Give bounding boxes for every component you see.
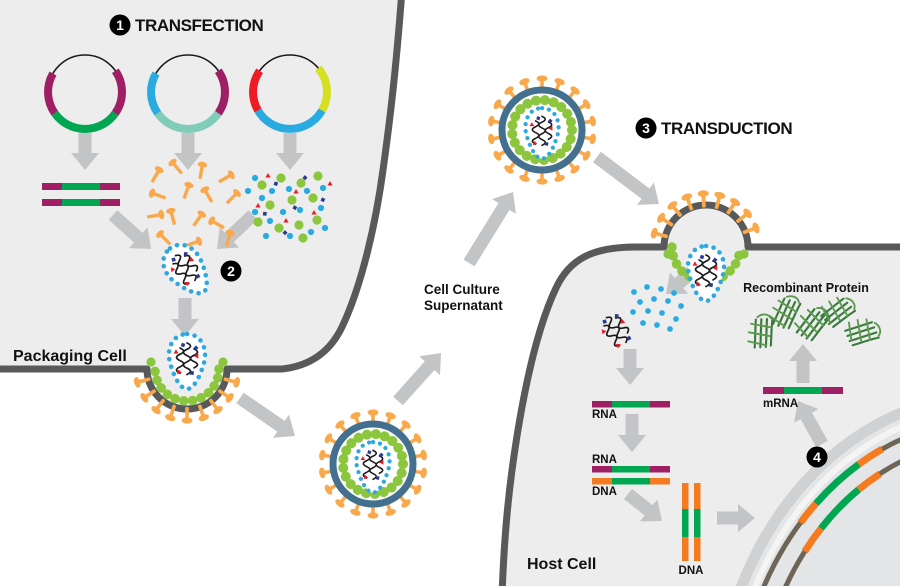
rna-hybrid-label: RNA — [592, 454, 617, 466]
arrow-virion-to-hostcell — [593, 151, 659, 205]
double-stranded-dna — [682, 483, 701, 561]
rna-genome-label: RNA — [592, 409, 617, 421]
recombinant-protein-label: Recombinant Protein — [743, 281, 869, 295]
host-cell-label: Host Cell — [527, 556, 596, 573]
dna-hybrid-label: DNA — [592, 486, 617, 498]
arrow-plasmid3-down — [276, 133, 304, 170]
step-3-title: TRANSDUCTION — [661, 119, 792, 138]
plasmid-transfer-vector — [44, 54, 126, 133]
budding-virion — [132, 334, 242, 424]
rna-dna-hybrid — [592, 466, 670, 485]
dna-integrated-label: DNA — [679, 565, 704, 577]
arrow-virion-to-supernatant — [393, 353, 441, 406]
arrow-plasmid1-down — [71, 133, 99, 170]
step-3-badge: 3 — [635, 117, 657, 139]
arrow-uncoating-to-rna — [616, 349, 644, 385]
arrow-hybrid-to-dna — [624, 488, 662, 522]
arrow-budding-to-virion — [236, 392, 295, 438]
plasmid-packaging — [147, 54, 229, 133]
packaging-protein-scatter — [244, 171, 333, 243]
host-genome-dna — [761, 437, 900, 586]
nucleus — [735, 407, 900, 586]
step-1-badge: 1 — [109, 14, 131, 36]
mrna-label: mRNA — [763, 398, 798, 410]
step-2-badge: 2 — [220, 260, 242, 282]
step-4-badge: 4 — [806, 446, 828, 468]
packaging-cell-label: Packaging Cell — [13, 348, 127, 365]
integrated-provirus — [797, 446, 884, 554]
arrow-plasmid2-down — [174, 133, 202, 170]
packaging-cell-body — [0, 0, 405, 413]
arrow-supernatant-to-virion — [463, 192, 516, 267]
arrow-capsid-to-membrane — [171, 298, 199, 336]
supernatant-label-line1: Cell Culture — [424, 282, 500, 297]
arrow-dna-to-nucleus — [717, 504, 755, 532]
released-virion — [318, 409, 427, 518]
step-3-number: 3 — [642, 120, 650, 136]
uncoating-capsid — [595, 284, 684, 352]
step-1-title: TRANSFECTION — [135, 16, 263, 35]
viral-rna-bar — [592, 401, 670, 408]
arrow-rna-to-hybrid — [618, 414, 646, 452]
arrow-nucleus-to-mrna — [794, 401, 828, 448]
step-2-number: 2 — [227, 263, 235, 279]
plasmid-envelope — [249, 54, 331, 133]
vector-rna-bars — [42, 183, 120, 206]
arrow-genes-to-capsid — [108, 210, 151, 249]
mrna-bar — [763, 387, 843, 394]
step-1-number: 1 — [116, 17, 124, 33]
step-4-number: 4 — [813, 449, 821, 465]
fusing-virion — [649, 189, 762, 301]
supernatant-virion — [487, 75, 596, 184]
supernatant-label-line2: Supernatant — [424, 298, 503, 313]
arrow-mrna-to-protein — [789, 344, 817, 383]
